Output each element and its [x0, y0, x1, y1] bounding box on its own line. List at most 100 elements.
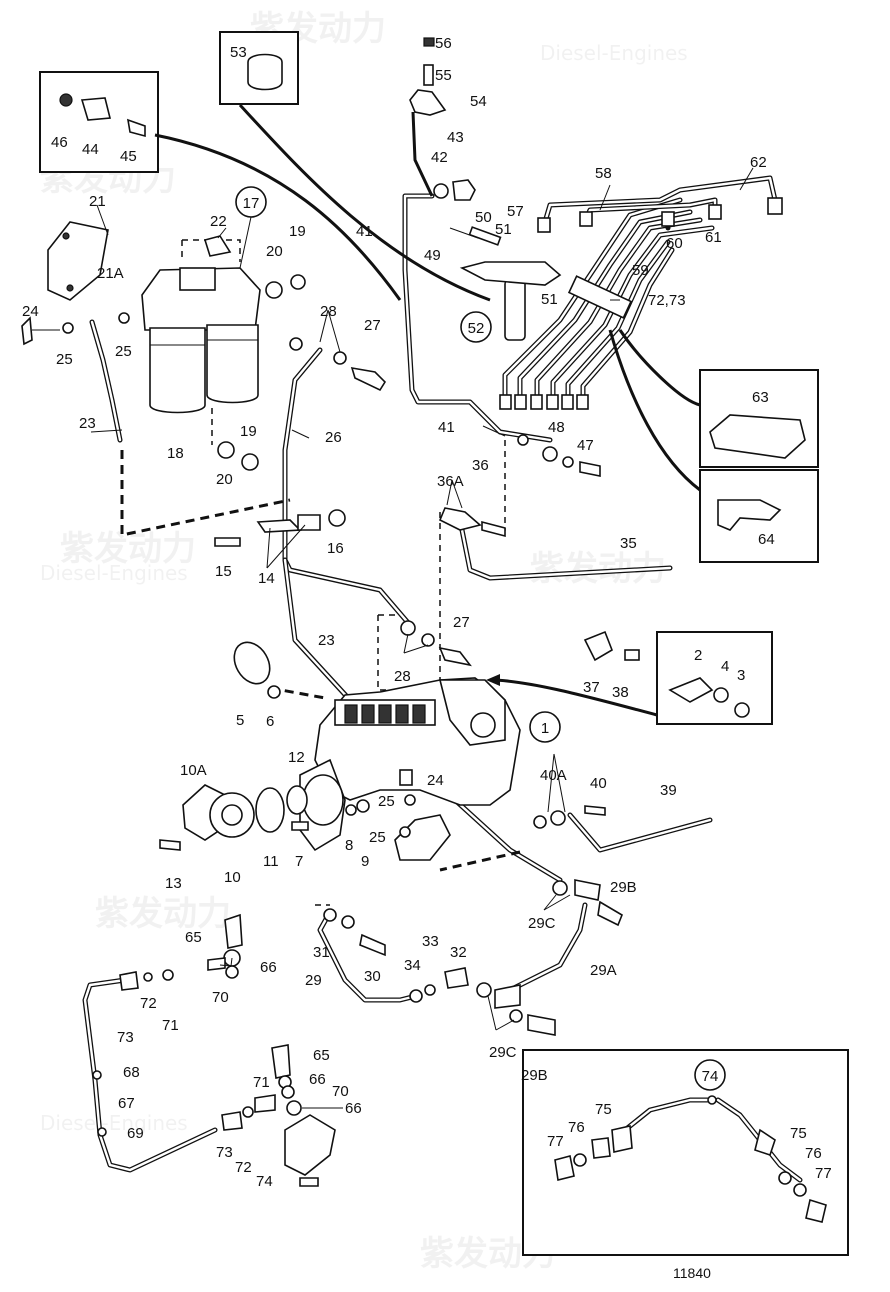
watermark-sub: Diesel-Engines [540, 41, 688, 65]
label-25-mid: 25 [115, 343, 132, 360]
small-parts [21, 37, 827, 1223]
circled-refs: 17 5 2 1 74 [235, 186, 726, 1091]
label-75-left: 75 [595, 1101, 612, 1118]
label-21A: 21A [97, 265, 124, 282]
label-47: 47 [577, 437, 594, 454]
label-10A: 10A [180, 762, 207, 779]
label-28-low: 28 [394, 668, 411, 685]
label-72-low: 72 [235, 1159, 252, 1176]
label-43: 43 [447, 129, 464, 146]
label-15: 15 [215, 563, 232, 580]
label-25-left: 25 [56, 351, 73, 368]
label-60: 60 [666, 235, 683, 252]
label-41-top: 41 [356, 223, 373, 240]
detail-box-2-4 [656, 631, 773, 725]
label-75-right: 75 [790, 1125, 807, 1142]
label-27-top: 27 [364, 317, 381, 334]
label-40A: 40A [540, 767, 567, 784]
label-55: 55 [435, 67, 452, 84]
watermark-sub: Diesel-Engines [40, 561, 188, 585]
label-3: 3 [737, 667, 745, 684]
label-32: 32 [450, 944, 467, 961]
detail-box-bracket [39, 71, 159, 173]
label-25-low1: 25 [378, 793, 395, 810]
label-34: 34 [404, 957, 421, 974]
label-29C-low: 29C [489, 1044, 517, 1061]
label-68: 68 [123, 1064, 140, 1081]
label-57: 57 [507, 203, 524, 220]
label-71-low: 71 [253, 1074, 270, 1091]
drawing-number: 11840 [673, 1265, 711, 1281]
label-2: 2 [694, 647, 702, 664]
injection-pump [299, 677, 521, 852]
label-14: 14 [258, 570, 275, 587]
label-73-low: 73 [216, 1144, 233, 1161]
label-48: 48 [548, 419, 565, 436]
label-66-top: 66 [260, 959, 277, 976]
label-23-mid: 23 [318, 632, 335, 649]
label-77-left: 77 [547, 1133, 564, 1150]
callout-arrows [154, 103, 701, 717]
label-64: 64 [758, 531, 775, 548]
label-46: 46 [51, 134, 68, 151]
label-36: 36 [472, 457, 489, 474]
label-53: 53 [230, 44, 247, 61]
label-29C-top: 29C [528, 915, 556, 932]
label-11: 11 [263, 853, 279, 870]
label-29B-top: 29B [610, 879, 637, 896]
ref-17: 17 [243, 195, 260, 212]
label-29: 29 [305, 972, 322, 989]
leader-lines [90, 167, 754, 1109]
label-72-top: 72 [140, 995, 157, 1012]
label-30: 30 [364, 968, 381, 985]
label-31: 31 [313, 944, 330, 961]
label-76-right: 76 [805, 1145, 822, 1162]
label-76-left: 76 [568, 1119, 585, 1136]
watermark: 紫发动力 [95, 894, 231, 934]
label-26: 26 [325, 429, 342, 446]
label-18: 18 [167, 445, 184, 462]
ref-1: 1 [541, 720, 549, 737]
label-61: 61 [705, 229, 722, 246]
label-72-73: 72,73 [648, 292, 686, 309]
label-70-top: 70 [212, 989, 229, 1006]
label-65-top: 65 [185, 929, 202, 946]
label-51b: 51 [541, 291, 558, 308]
label-70-low: 70 [332, 1083, 349, 1100]
label-20-top: 20 [266, 243, 283, 260]
label-22: 22 [210, 213, 227, 230]
label-66-low1: 66 [309, 1071, 326, 1088]
label-69: 69 [127, 1125, 144, 1142]
label-4: 4 [721, 658, 729, 675]
label-66-low2: 66 [345, 1100, 362, 1117]
label-24-low: 24 [427, 772, 444, 789]
label-8: 8 [345, 837, 353, 854]
label-73-top: 73 [117, 1029, 134, 1046]
label-54: 54 [470, 93, 487, 110]
label-29A: 29A [590, 962, 617, 979]
label-10: 10 [224, 869, 241, 886]
label-16: 16 [327, 540, 344, 557]
label-77-right: 77 [815, 1165, 832, 1182]
ref-74: 74 [702, 1068, 719, 1085]
label-35: 35 [620, 535, 637, 552]
label-74-low: 74 [256, 1173, 273, 1190]
label-25-low2: 25 [369, 829, 386, 846]
label-36A: 36A [437, 473, 464, 490]
watermark-sub: Diesel-Engines [40, 1111, 188, 1135]
label-62: 62 [750, 154, 767, 171]
label-24-left: 24 [22, 303, 39, 320]
label-50: 50 [475, 209, 492, 226]
label-23-left: 23 [79, 415, 96, 432]
label-12: 12 [288, 749, 305, 766]
label-42: 42 [431, 149, 448, 166]
label-20-low: 20 [216, 471, 233, 488]
label-65-low: 65 [313, 1047, 330, 1064]
label-58: 58 [595, 165, 612, 182]
watermark: 紫发动力 [60, 529, 196, 569]
label-71-top: 71 [162, 1017, 179, 1034]
detail-box-hose [522, 1049, 849, 1256]
label-5: 5 [236, 712, 244, 729]
label-45: 45 [120, 148, 137, 165]
